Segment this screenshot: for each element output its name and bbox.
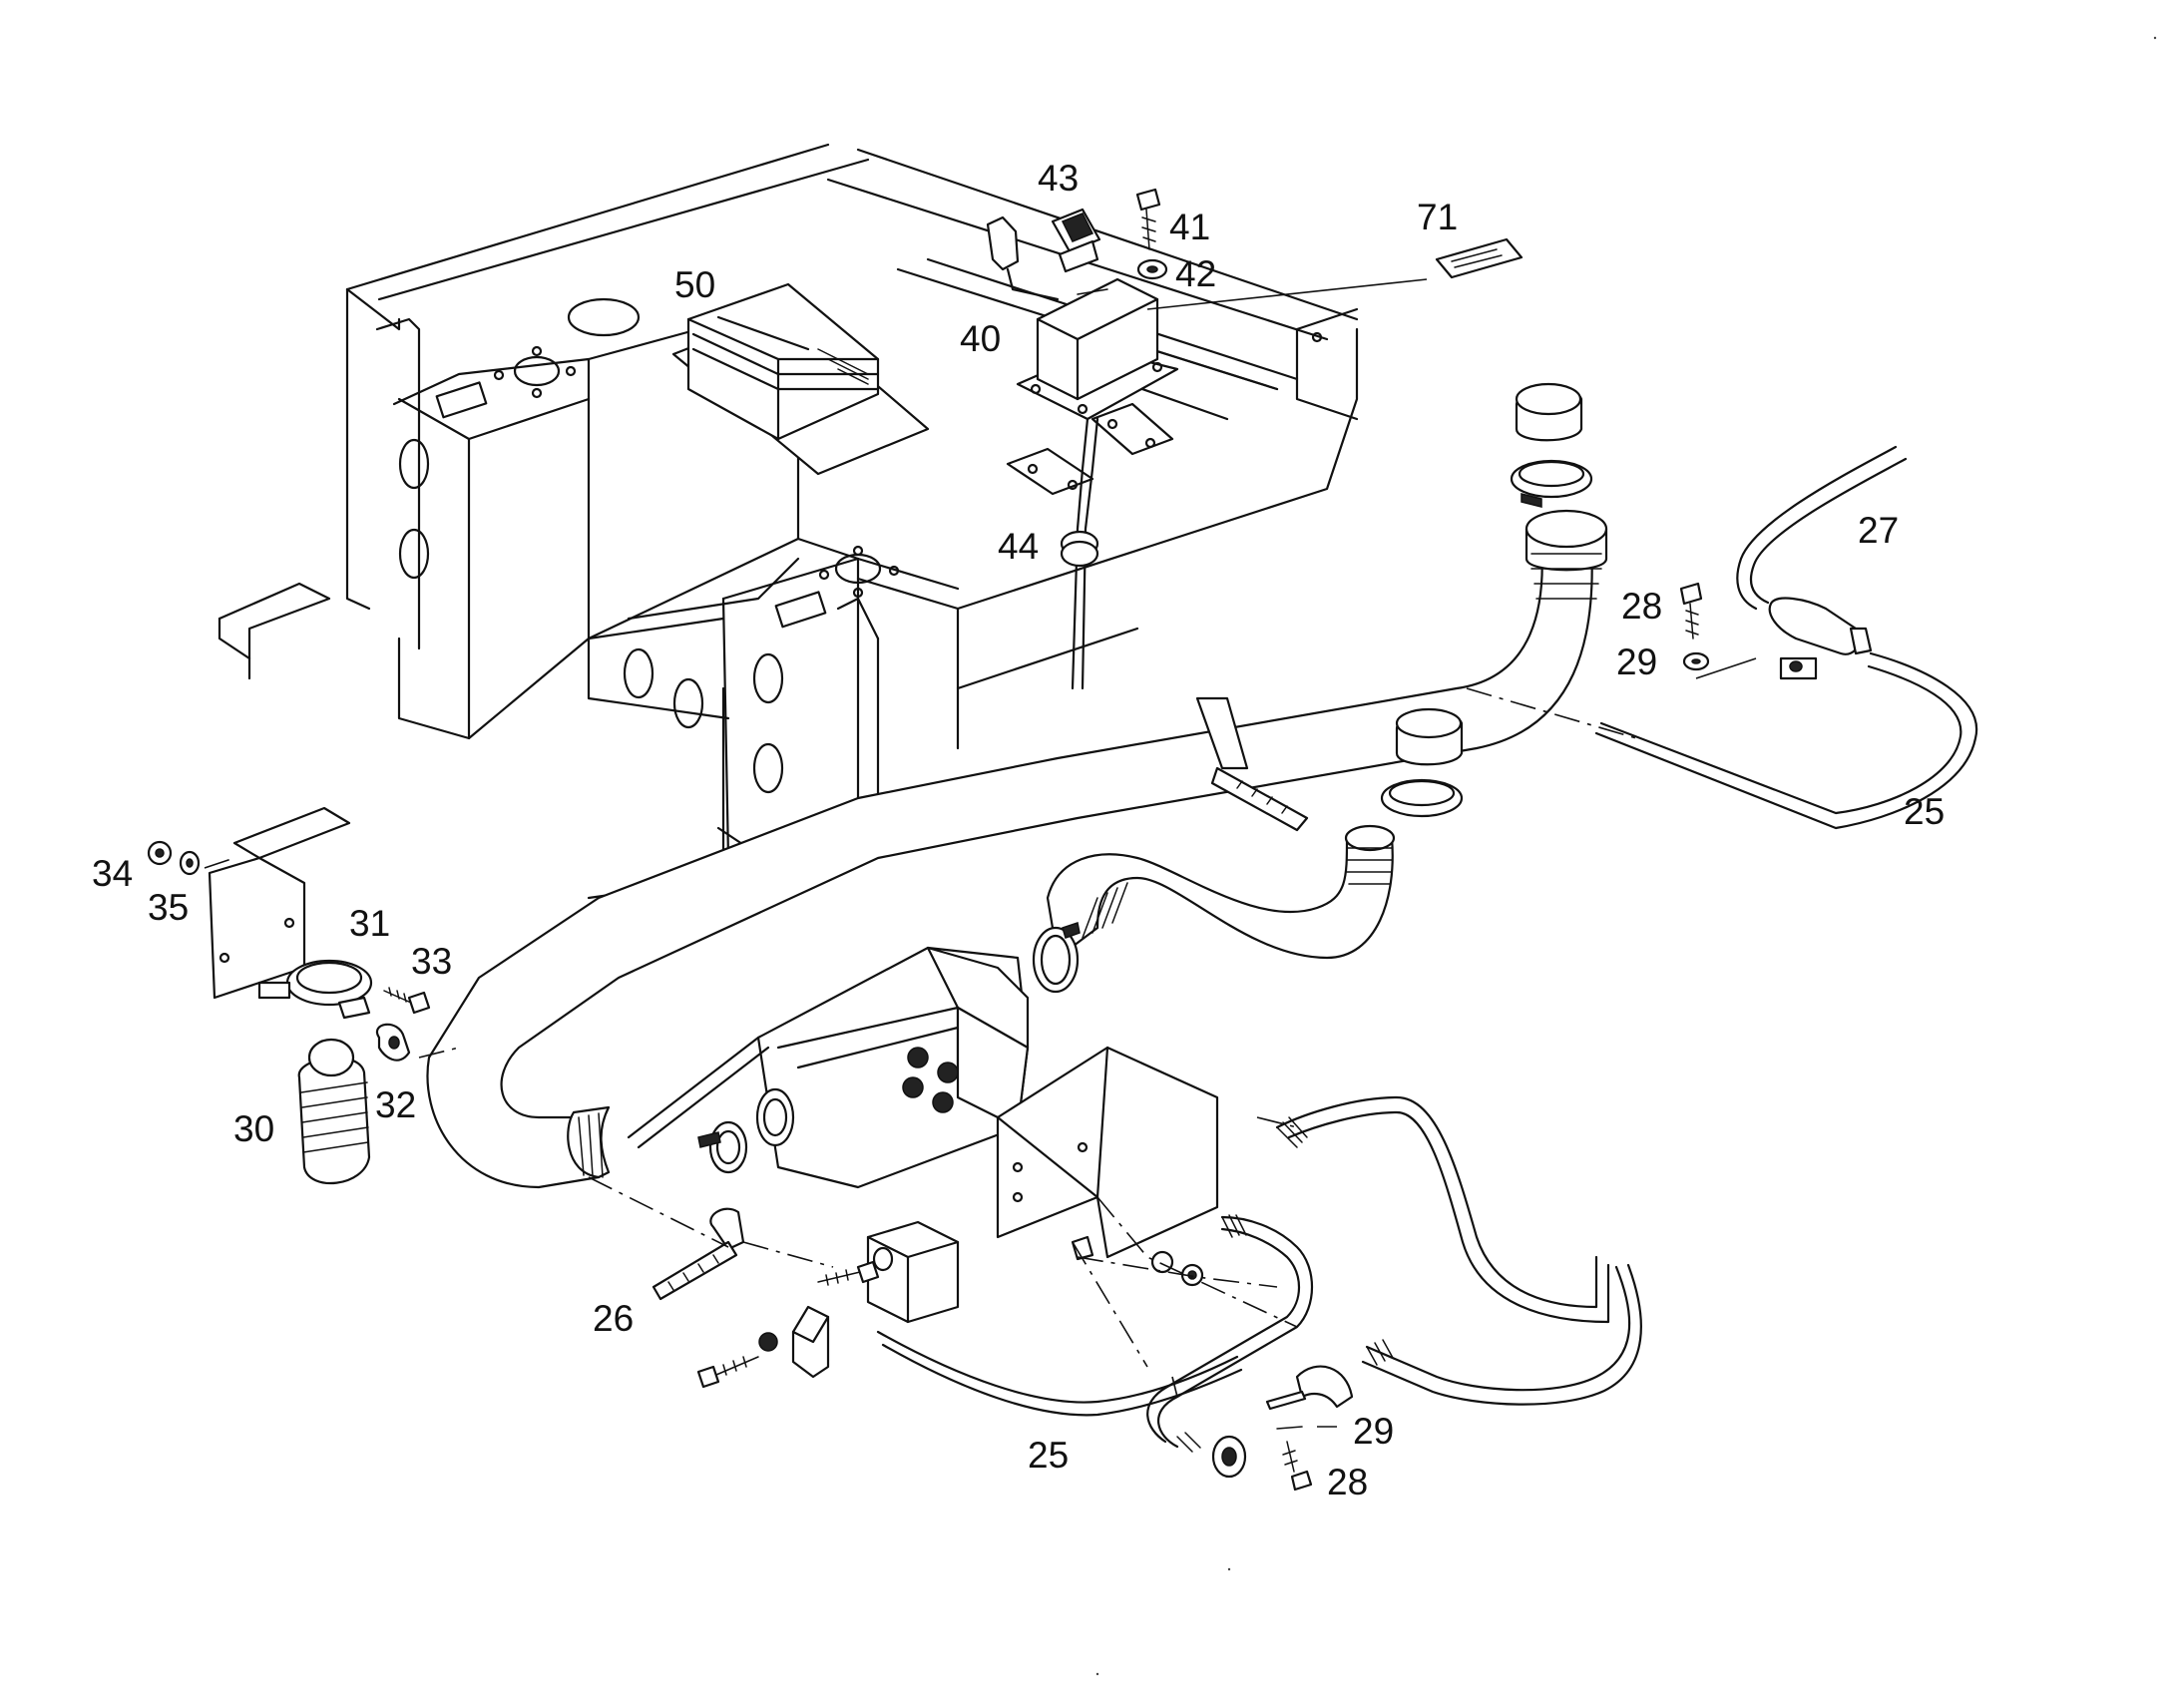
switch-module-40 xyxy=(1016,277,1179,421)
clip-bracket-front xyxy=(758,1305,830,1379)
heater-unit xyxy=(627,946,1030,1189)
fuel-line-27 xyxy=(1736,445,1908,611)
callout-28-lower: 28 xyxy=(1327,1462,1368,1502)
callout-40: 40 xyxy=(960,318,1001,359)
nut-bracket xyxy=(1150,1250,1204,1287)
callout-28-upper: 28 xyxy=(1621,586,1662,627)
callout-50: 50 xyxy=(674,264,715,305)
callout-29-upper: 29 xyxy=(1616,641,1657,682)
callout-42: 42 xyxy=(1175,253,1216,294)
bolt-front-2 xyxy=(696,1356,759,1389)
callout-25-upper: 25 xyxy=(1904,791,1945,832)
hose-clamp-heater-outlet xyxy=(1032,922,1081,994)
callout-71: 71 xyxy=(1417,197,1458,237)
brackets-44 xyxy=(1006,402,1174,690)
main-duct-pipe xyxy=(426,509,1608,1189)
bolt-33 xyxy=(383,987,431,1015)
nut-34 xyxy=(147,840,173,866)
callout-32: 32 xyxy=(375,1084,416,1125)
fuel-line-25-upper xyxy=(1594,651,1978,830)
callout-35: 35 xyxy=(148,887,189,928)
duct-cap-mid xyxy=(1395,707,1464,766)
scan-speck xyxy=(1227,1567,1231,1571)
fuel-pump-right xyxy=(1768,597,1873,680)
relay-box xyxy=(866,1220,960,1324)
label-plate-71 xyxy=(1435,237,1524,279)
leader-lines xyxy=(204,278,1757,1428)
callout-29-lower: 29 xyxy=(1353,1411,1394,1452)
screw-28-upper xyxy=(1679,582,1703,640)
cable-tie-26 xyxy=(652,1207,745,1301)
callout-25-lower: 25 xyxy=(1028,1435,1069,1476)
silencer-30 xyxy=(297,1038,371,1185)
hose-clamp-heater-inlet xyxy=(697,1120,748,1174)
screw-28-lower xyxy=(1282,1441,1313,1492)
control-unit-50 xyxy=(671,282,930,476)
clamp-31 xyxy=(257,959,373,1020)
mounting-bracket xyxy=(996,1046,1219,1261)
callout-27: 27 xyxy=(1858,510,1899,551)
washer-29-upper xyxy=(1682,651,1710,671)
callout-26: 26 xyxy=(593,1298,634,1339)
washer-42 xyxy=(1136,258,1168,280)
callout-43: 43 xyxy=(1038,158,1079,199)
callout-31: 31 xyxy=(349,903,390,944)
scan-speck xyxy=(2153,36,2157,40)
duct-ring-top xyxy=(1510,459,1593,508)
callout-41: 41 xyxy=(1169,207,1210,247)
washer-35 xyxy=(179,850,201,876)
flex-hose xyxy=(1046,824,1396,960)
scan-speck xyxy=(1095,1672,1099,1676)
fuel-fitting-cap xyxy=(1211,1435,1247,1479)
callout-labels: 43 41 71 42 50 40 44 27 28 29 25 34 35 3… xyxy=(92,158,1945,1502)
clip-32 xyxy=(375,1023,411,1062)
knob-43 xyxy=(1051,208,1101,273)
fuel-line-25-lower xyxy=(876,1095,1642,1453)
fuse-holder-left xyxy=(986,215,1060,301)
callout-34: 34 xyxy=(92,853,133,894)
duct-ring-mid xyxy=(1380,778,1464,818)
callout-30: 30 xyxy=(233,1108,274,1149)
screw-41 xyxy=(1135,188,1161,250)
callout-44: 44 xyxy=(998,526,1039,567)
clamp-29-lower xyxy=(1265,1365,1354,1430)
callout-33: 33 xyxy=(411,941,452,982)
bolt-front-1 xyxy=(817,1246,894,1286)
duct-cap-top xyxy=(1515,382,1583,442)
mounting-plate-34 xyxy=(208,806,351,1000)
